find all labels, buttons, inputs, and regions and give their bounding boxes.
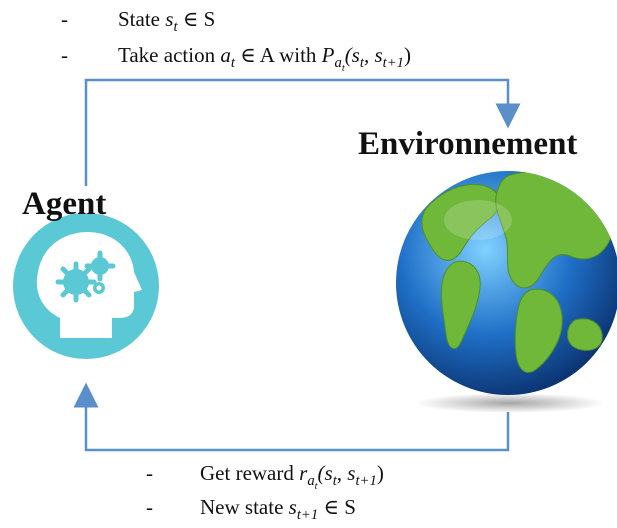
reward-arrow	[73, 382, 510, 452]
new-state-subscript: t+1	[296, 507, 319, 524]
reward-args-mid: , s	[336, 461, 356, 485]
reward-args-sub1: t	[332, 473, 337, 490]
new-state-set: ∈ S	[318, 495, 356, 519]
action-set: ∈ A with	[234, 43, 322, 67]
transition-args-open: (s	[344, 43, 360, 67]
reward-args-close: )	[376, 461, 384, 485]
new-state-symbol: s	[288, 495, 297, 519]
reward-subsubscript: t	[314, 481, 318, 493]
earth-globe-icon	[396, 171, 617, 413]
transition-subsubscript: t	[341, 63, 345, 75]
head-with-gears-icon	[13, 213, 159, 359]
bullet-dash: -	[61, 43, 68, 67]
bullet-dash: -	[146, 495, 153, 519]
transition-subscript: a	[334, 55, 342, 72]
state-annotation: State st ∈ S	[118, 6, 215, 40]
new-state-text: New state	[200, 495, 289, 519]
action-annotation: Take action at ∈ A with Pat(st, st+1)	[118, 42, 411, 82]
reward-args-open: (s	[317, 461, 333, 485]
transition-args-mid: , s	[363, 43, 383, 67]
reward-annotation: Get reward rat(st, st+1)	[200, 460, 384, 500]
reward-args-sub2: t+1	[355, 473, 377, 490]
bullet-dash: -	[146, 461, 153, 485]
bullet-dash: -	[61, 7, 68, 31]
action-arrow	[84, 78, 521, 186]
action-text: Take action	[118, 43, 221, 67]
transition-args-sub1: t	[359, 55, 364, 72]
reward-text: Get reward	[200, 461, 300, 485]
action-symbol: a	[220, 43, 231, 67]
reward-symbol: r	[299, 461, 308, 485]
transition-args-close: )	[403, 43, 411, 67]
transition-symbol: P	[321, 43, 335, 67]
reward-subscript: a	[307, 473, 315, 490]
state-subscript: t	[173, 19, 178, 36]
agent-label: Agent	[22, 186, 107, 222]
state-symbol: s	[165, 7, 174, 31]
new-state-annotation: New state st+1 ∈ S	[200, 494, 356, 528]
environment-label: Environnement	[358, 126, 578, 162]
state-set: ∈ S	[182, 7, 216, 31]
state-text: State	[118, 7, 166, 31]
transition-args-sub2: t+1	[382, 55, 404, 72]
action-subscript: t	[230, 55, 235, 72]
